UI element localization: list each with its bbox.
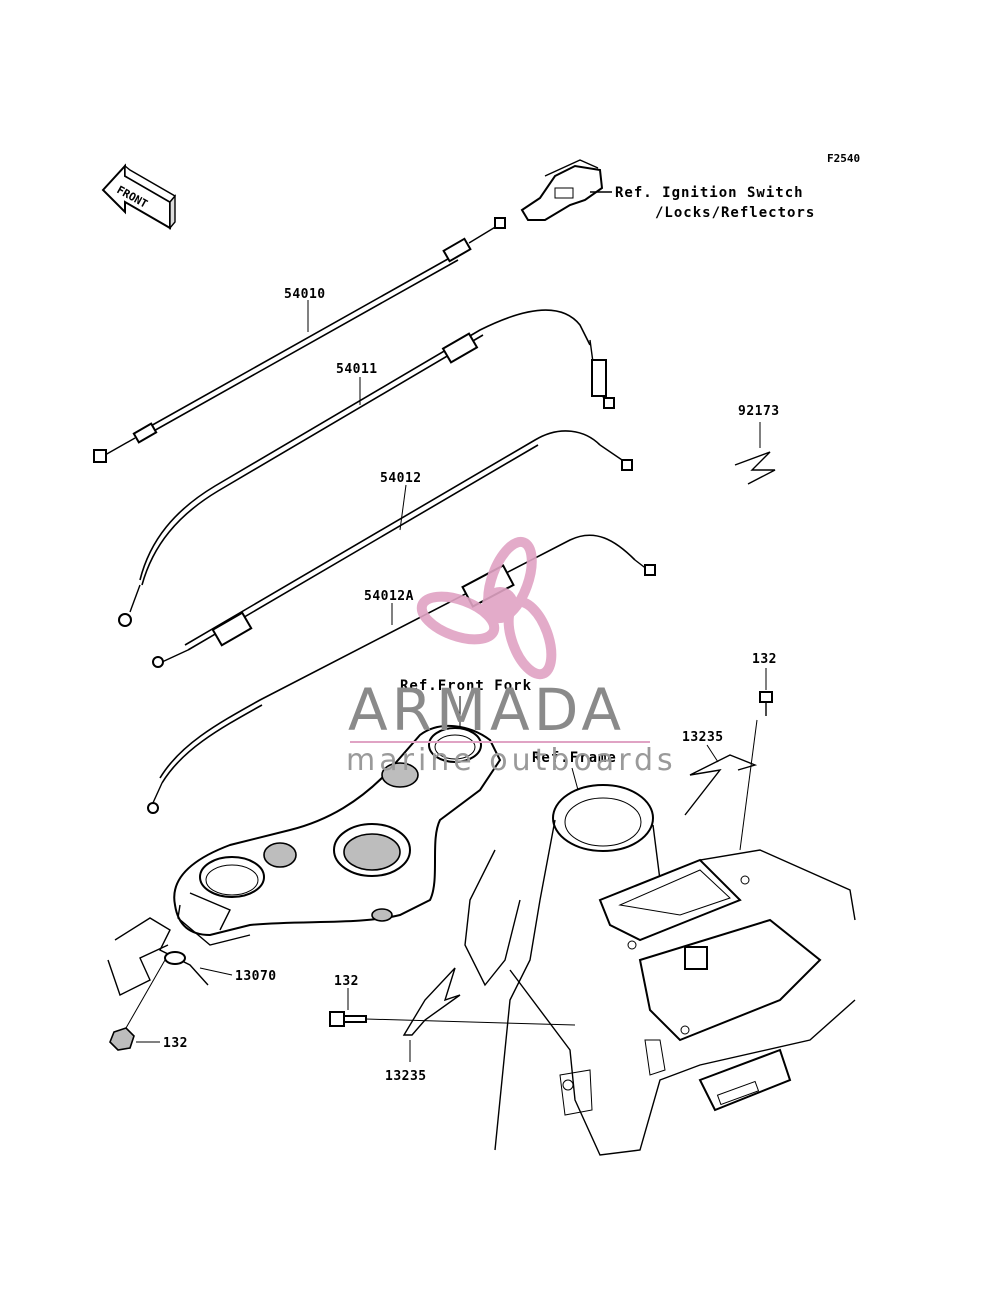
cable-54012-icon	[152, 430, 633, 668]
ref-frame: Ref.Frame	[532, 750, 617, 766]
triple-clamp-icon	[173, 724, 502, 946]
watermark-tagline: marine outboards	[346, 743, 677, 778]
clamp-92173-icon	[734, 451, 776, 485]
clamp-13235-right-icon	[684, 719, 758, 851]
label-54012a: 54012A	[364, 589, 414, 604]
label-54011: 54011	[336, 362, 378, 377]
ignition-bracket-icon	[520, 159, 612, 221]
bracket-13070-icon	[107, 917, 233, 996]
ref-ignition-line2: /Locks/Reflectors	[655, 205, 815, 221]
ref-ignition-line1: Ref. Ignition Switch	[615, 185, 804, 201]
label-54010: 54010	[284, 287, 326, 302]
cable-54010-icon	[93, 217, 506, 463]
figure-code: F2540	[827, 152, 860, 165]
clamp-13235-mid-icon	[402, 967, 461, 1036]
label-132-right: 132	[752, 652, 777, 667]
label-132-mid: 132	[334, 974, 359, 989]
label-13235-mid: 13235	[385, 1069, 427, 1084]
armada-logo-icon	[416, 536, 557, 680]
label-13070: 13070	[235, 969, 277, 984]
label-54012: 54012	[380, 471, 422, 486]
bolt-132-mid-icon	[329, 1011, 576, 1027]
bolt-132-left-icon	[109, 959, 166, 1051]
watermark-brand: ARMADA	[348, 676, 625, 744]
front-arrow-icon: FRONT	[101, 163, 177, 230]
bolt-132-right-icon	[759, 691, 773, 716]
ref-front-fork: Ref.Front Fork	[400, 678, 532, 694]
label-132-left-bottom: 132	[163, 1036, 188, 1051]
label-92173: 92173	[738, 404, 780, 419]
frame-icon	[464, 784, 856, 1156]
label-13235-right: 13235	[682, 730, 724, 745]
cable-54011-icon	[118, 309, 615, 627]
